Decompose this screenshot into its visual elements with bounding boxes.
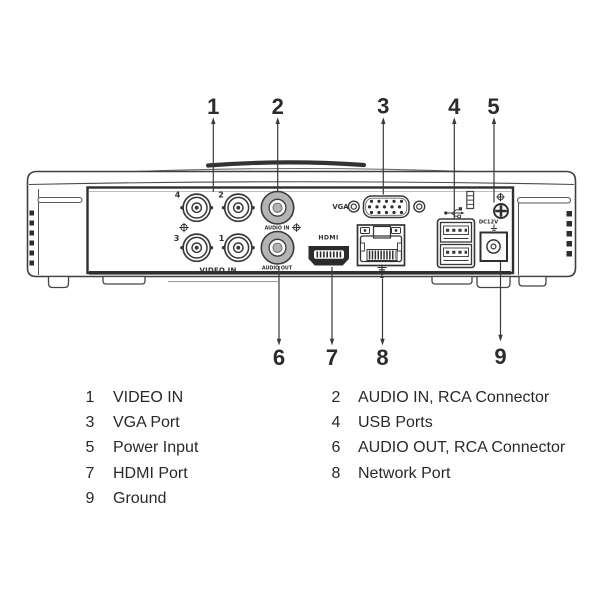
legend-number: 5 <box>85 439 95 456</box>
usb-icon <box>444 207 465 219</box>
audio-out-label: AUDIO OUT <box>262 266 293 272</box>
bnc-connector-icon <box>180 193 214 223</box>
power-jack <box>479 231 508 262</box>
right-end-cap <box>517 197 572 275</box>
video-in-label: VIDEO IN <box>199 267 236 275</box>
legend-label: Power Input <box>113 439 199 456</box>
network-ground-icon <box>377 264 387 279</box>
left-vent-slots <box>29 210 34 266</box>
ground-symbol-icon <box>292 223 301 232</box>
ground-symbol-icon <box>179 222 189 233</box>
callout-number-8: 8 <box>376 345 388 370</box>
vent-ladder-icon <box>466 190 475 210</box>
bnc-connector-icon <box>180 233 214 263</box>
legend-number: 6 <box>331 439 341 456</box>
bnc-channel-number: 2 <box>218 191 224 200</box>
bnc-channel-number: 1 <box>219 234 225 243</box>
ground-screw-small-icon <box>496 192 505 202</box>
bnc-channel-number: 4 <box>175 191 181 200</box>
rca-audio-out-connector <box>260 230 295 265</box>
rca-audio-in-connector <box>260 190 295 225</box>
callout-number-4: 4 <box>448 94 461 119</box>
usb-ports <box>436 218 476 269</box>
legend-number: 4 <box>331 414 341 431</box>
right-vent-slots <box>566 211 572 257</box>
bnc-connector-icon <box>221 193 255 223</box>
hdmi-connector <box>308 246 349 266</box>
legend-label: AUDIO OUT, RCA Connector <box>358 439 566 456</box>
legend-label: AUDIO IN, RCA Connector <box>358 389 550 406</box>
bnc-connector-icon <box>221 233 255 263</box>
bnc-channel-number: 3 <box>174 234 180 243</box>
left-end-cap <box>29 189 83 275</box>
callout-number-3: 3 <box>377 94 389 119</box>
hdmi-label: HDMI <box>318 235 338 242</box>
legend-number: 8 <box>331 465 341 482</box>
callout-number-6: 6 <box>273 345 285 370</box>
callout-number-1: 1 <box>207 94 219 119</box>
callout-arrowheads <box>211 117 503 346</box>
legend-label: Network Port <box>358 465 451 482</box>
legend-number: 3 <box>85 414 95 431</box>
vga-connector <box>347 195 426 219</box>
ground-screw-icon <box>493 203 509 219</box>
power-ground-icon <box>491 224 497 233</box>
rj45-network-port <box>356 224 406 267</box>
bnc-connectors-video-in <box>180 193 255 263</box>
legend-number: 1 <box>85 389 95 406</box>
callout-number-9: 9 <box>494 344 506 369</box>
legend-label: Ground <box>113 490 167 507</box>
legend-number: 9 <box>85 490 95 507</box>
legend-number: 7 <box>85 465 95 482</box>
chassis-feet <box>47 275 547 289</box>
vga-label: VGA <box>332 203 349 211</box>
legend-label: USB Ports <box>358 414 433 431</box>
callout-number-5: 5 <box>487 94 499 119</box>
chassis-top-fold-line <box>28 181 575 186</box>
legend-label: VGA Port <box>113 414 180 431</box>
callout-number-2: 2 <box>272 94 284 119</box>
power-label: DC12V <box>479 220 498 226</box>
legend-label: HDMI Port <box>113 465 188 482</box>
vga-pin-holes <box>367 199 404 215</box>
legend-number: 2 <box>331 389 341 406</box>
callout-leader-lines <box>212 121 502 340</box>
legend-label: VIDEO IN <box>113 389 184 406</box>
panel-bottom-bar <box>89 271 511 275</box>
callout-number-7: 7 <box>326 345 338 370</box>
case-top-dark-band <box>205 160 367 168</box>
audio-in-label: AUDIO IN <box>265 226 290 232</box>
